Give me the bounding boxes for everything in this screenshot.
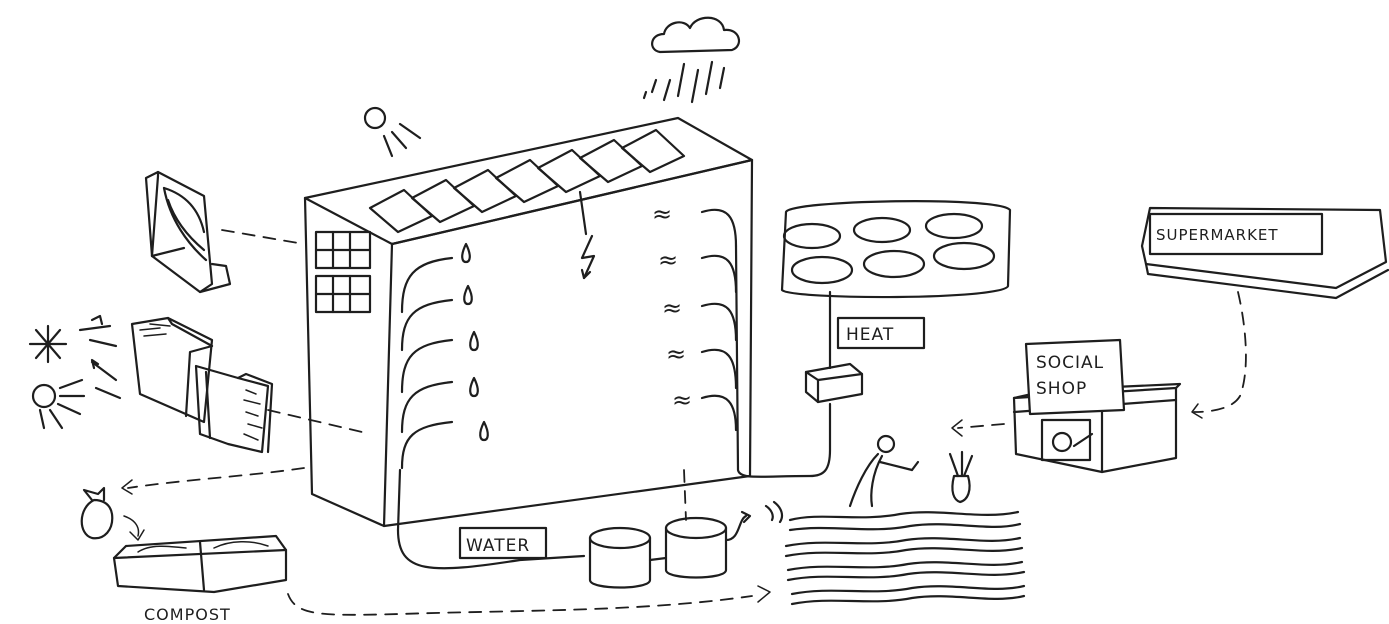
- svg-text:≈: ≈: [658, 246, 679, 274]
- drop-icon: [462, 244, 488, 440]
- building: [305, 118, 752, 526]
- svg-text:COMPOST: COMPOST: [144, 605, 231, 624]
- compost-bins: [114, 536, 286, 592]
- svg-text:SUPERMARKET: SUPERMARKET: [1156, 226, 1279, 244]
- water-tanks: [398, 502, 782, 588]
- field: [786, 512, 1024, 604]
- water-pipes: [398, 258, 452, 530]
- social-shop: SOCIAL SHOP: [1014, 340, 1180, 472]
- svg-text:SOCIAL: SOCIAL: [1036, 353, 1104, 373]
- supermarket: SUPERMARKET: [1142, 208, 1388, 298]
- insulation-arrows: [80, 316, 120, 398]
- heat-pipes: [702, 210, 830, 477]
- window-detail: [146, 172, 230, 292]
- farmer-icon: [850, 436, 918, 506]
- lightning-icon: [582, 236, 594, 278]
- solar-panels: [370, 130, 684, 234]
- cloud-rain-icon: [644, 18, 739, 102]
- svg-text:≈: ≈: [666, 340, 687, 368]
- snowflake-icon: [30, 326, 66, 362]
- carrot-icon: [950, 452, 972, 502]
- svg-text:≈: ≈: [652, 200, 673, 228]
- sun-small-icon: [33, 380, 84, 428]
- heat-collector: [782, 201, 1010, 402]
- heat-label: HEAT: [838, 318, 924, 348]
- sun-icon: [365, 108, 420, 156]
- svg-text:≈: ≈: [672, 386, 693, 414]
- svg-text:SHOP: SHOP: [1036, 379, 1087, 399]
- compost-bag-icon: [82, 488, 113, 538]
- compost-label: COMPOST: [144, 605, 231, 624]
- svg-text:WATER: WATER: [466, 536, 530, 556]
- wave-icon: ≈ ≈ ≈ ≈ ≈: [652, 200, 693, 414]
- svg-text:HEAT: HEAT: [846, 325, 894, 345]
- wall-section: [132, 318, 272, 452]
- svg-text:≈: ≈: [662, 294, 683, 322]
- water-label: WATER: [460, 528, 546, 558]
